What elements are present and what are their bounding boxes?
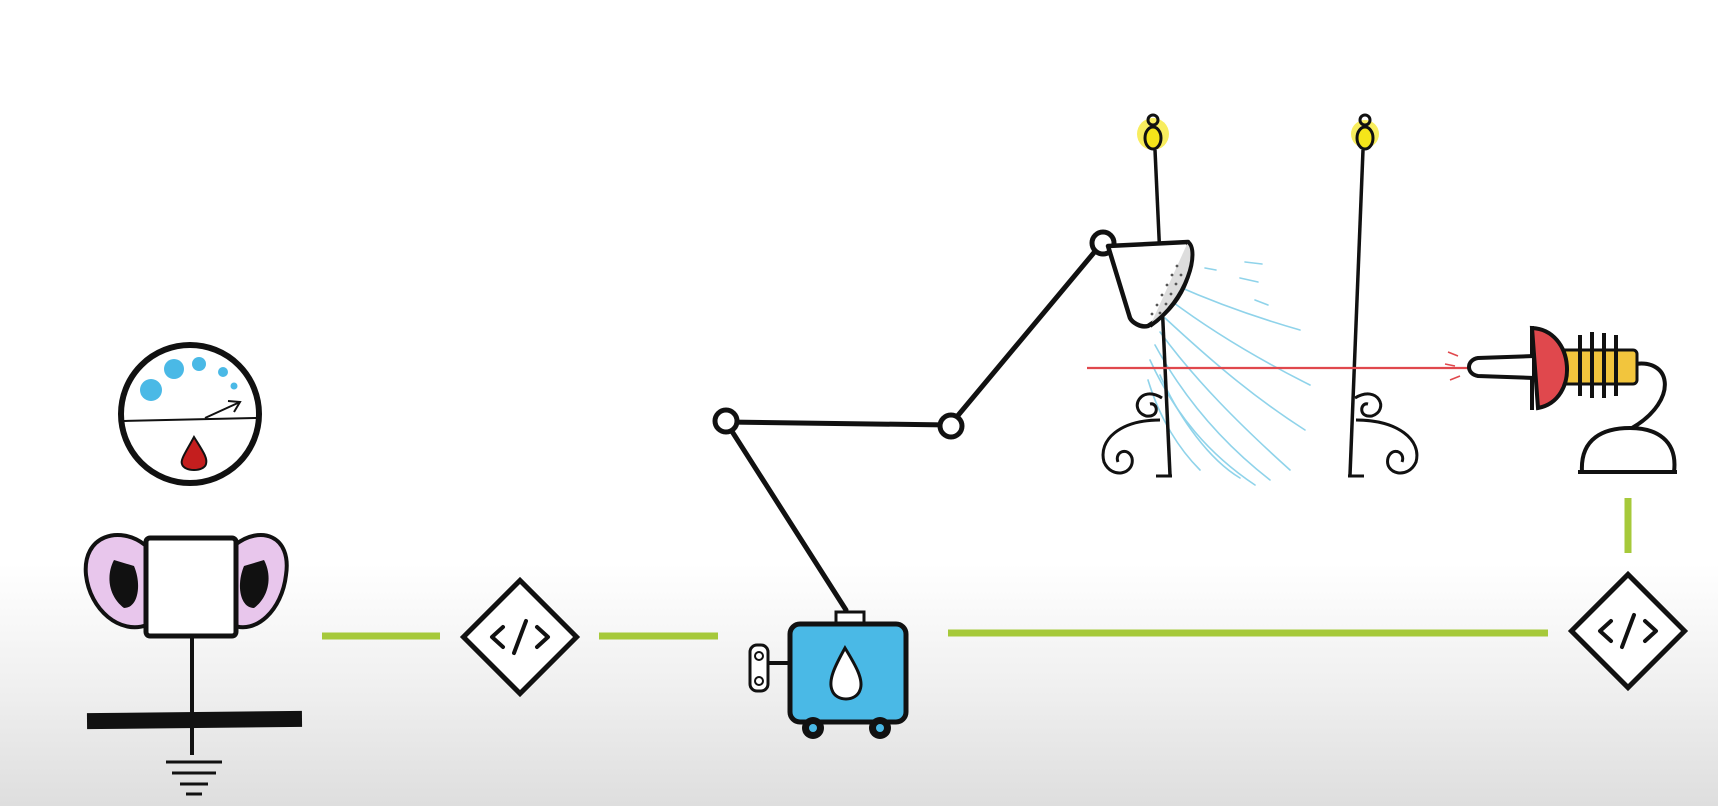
- laser-emitter-icon: [1467, 325, 1677, 474]
- water-spray: [1147, 261, 1311, 486]
- blood-gauge-icon: [118, 342, 262, 486]
- connectors: [322, 498, 1632, 640]
- code-diamond-icon: [1567, 570, 1689, 692]
- robot-arm-icon: [712, 229, 1117, 613]
- ear-sensor-icon: [83, 533, 303, 796]
- laser-sparks: [1444, 351, 1461, 381]
- water-pump-icon: [748, 610, 909, 739]
- code-diamond-icon: [459, 576, 581, 698]
- shower-head-icon: [1105, 239, 1195, 329]
